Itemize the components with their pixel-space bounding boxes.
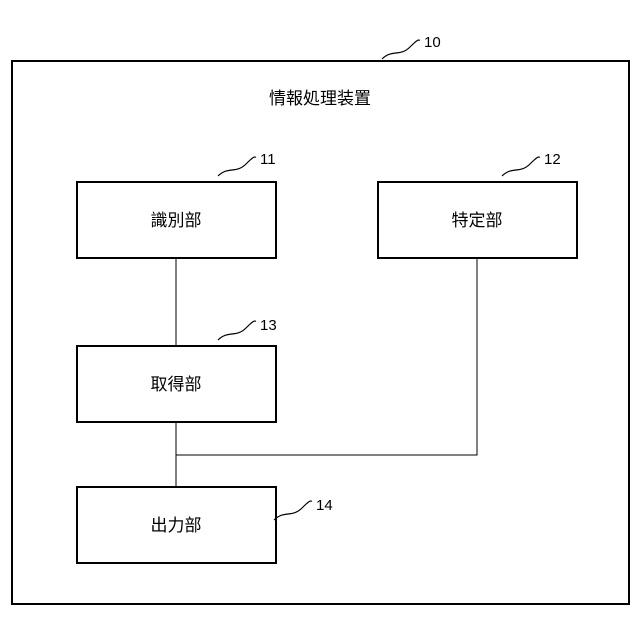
output-ref: 14 — [316, 497, 333, 514]
specify-unit-label: 特定部 — [452, 211, 503, 231]
specify-ref: 12 — [544, 151, 561, 168]
acquire-unit-label: 取得部 — [151, 375, 202, 395]
acquire-ref: 13 — [260, 317, 277, 334]
identify-ref: 11 — [260, 151, 276, 168]
device-ref: 10 — [424, 34, 441, 51]
device-title: 情報処理装置 — [269, 89, 371, 109]
output-unit-label: 出力部 — [151, 516, 202, 536]
identify-unit-label: 識別部 — [151, 211, 202, 231]
device-ref-leader — [382, 40, 420, 59]
